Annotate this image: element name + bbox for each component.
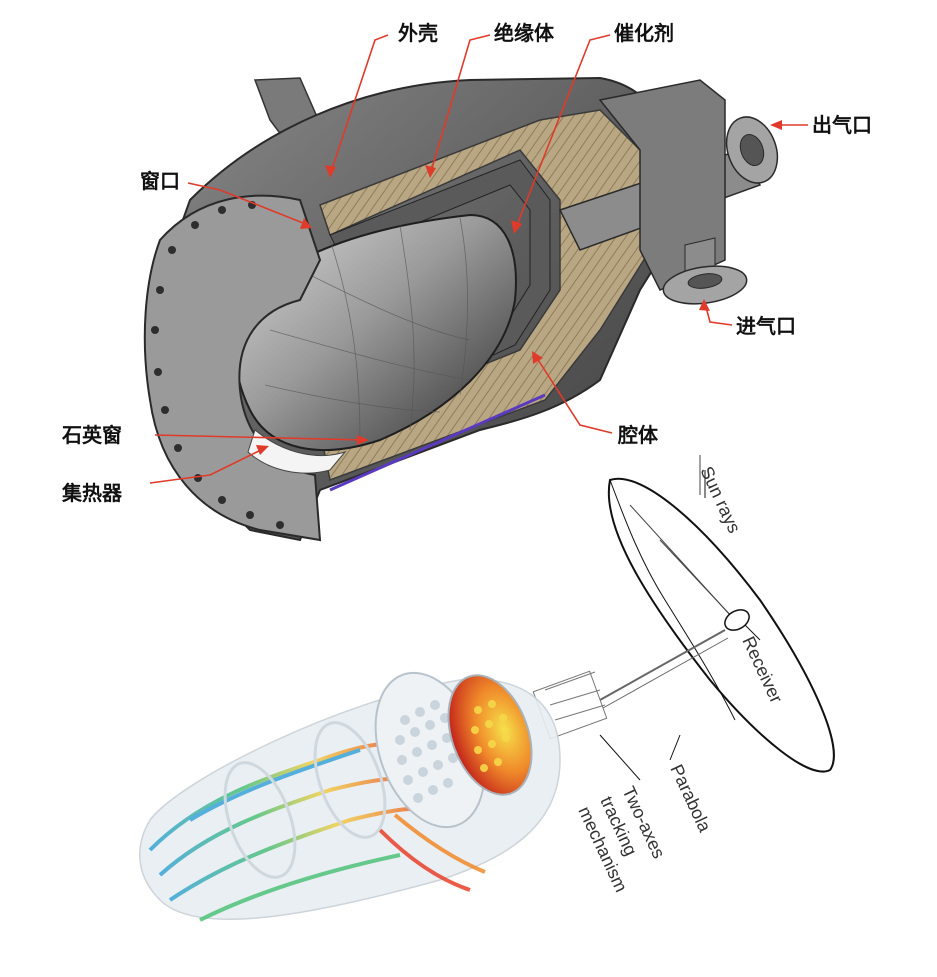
tube-holes: [395, 700, 458, 803]
sun-rays: [629, 455, 736, 621]
label-quartz-window: 石英窗: [61, 423, 122, 447]
focus-receiver: [724, 609, 750, 631]
label-collector: 集热器: [61, 481, 123, 505]
baffle-disc-1: [223, 761, 297, 879]
label-inlet: 进气口: [736, 314, 796, 338]
cfd-receiver: [139, 671, 561, 922]
insulation-layer: [319, 109, 651, 482]
parabola-dish: [607, 477, 835, 773]
quartz-window: [247, 429, 347, 474]
seal-line: [329, 393, 546, 492]
leader-lines-bottom: [599, 470, 761, 781]
label-shell: 外壳: [398, 21, 438, 45]
hot-plate-holes: [471, 700, 510, 772]
cavity-grid: [264, 217, 471, 441]
label-cavity: 腔体: [617, 423, 659, 447]
label-window-port: 窗口: [140, 169, 180, 193]
baffle-disc-2: [313, 721, 387, 839]
label-catalyst: 催化剂: [614, 21, 674, 45]
receiver-cutaway: [143, 76, 779, 542]
cutaway-labels: 外壳 绝缘体 催化剂 出气口 窗口 进气口 石英窗 腔体 集热器: [61, 21, 872, 505]
dish-rim-inner: [609, 479, 736, 721]
label-outlet: 出气口: [812, 113, 872, 137]
label-sun-rays: Sun rays: [696, 463, 744, 536]
hot-plate: [447, 674, 533, 796]
tracking-mechanism: [532, 670, 608, 740]
leader-lines-top: [149, 34, 808, 484]
support-shaft: [599, 629, 726, 701]
label-parabola: Parabola: [666, 761, 715, 836]
label-insulation: 绝缘体: [494, 21, 555, 45]
